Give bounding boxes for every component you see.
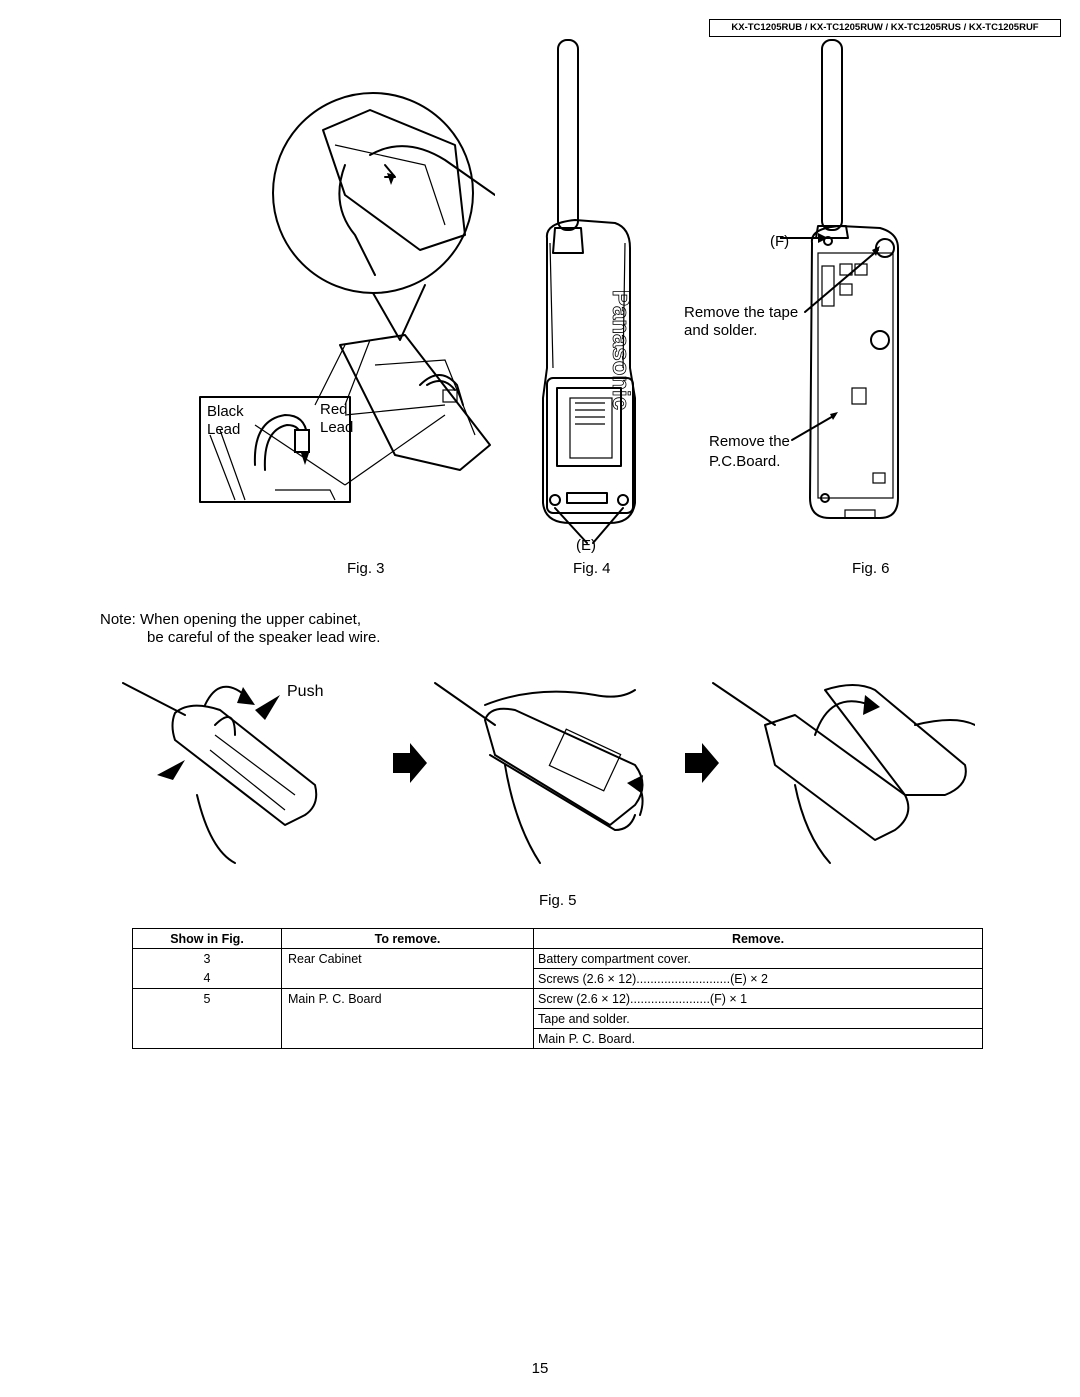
fig6-leader-lines (780, 233, 880, 441)
note-line2: be careful of the speaker lead wire. (147, 629, 381, 646)
remove-tape-line1: Remove the tape (684, 304, 799, 321)
fig3-illustration (199, 92, 495, 503)
cell-fig: 3 (132, 948, 282, 969)
lead-left-label: Lead (207, 421, 241, 438)
model-number-header: KX-TC1205RUB / KX-TC1205RUW / KX-TC1205R… (709, 19, 1061, 37)
cell-step: Screws (2.6 × 12).......................… (533, 968, 983, 989)
cell-part: Main P. C. Board (281, 988, 534, 1009)
cell-part (281, 968, 534, 989)
remove-tape-line2: and solder. (684, 322, 758, 339)
fig4-caption: Fig. 4 (573, 560, 611, 577)
cell-part: Rear Cabinet (281, 948, 534, 969)
fig5-step1 (122, 682, 318, 864)
push-label: Push (287, 683, 324, 700)
cell-step: Main P. C. Board. (533, 1028, 983, 1049)
cell-step: Screw (2.6 × 12).......................(… (533, 988, 983, 1009)
fig5-illustration (122, 682, 975, 864)
arrow-right-icon (685, 743, 719, 783)
disassembly-table: Show in Fig. To remove. Remove. 3 Rear C… (132, 928, 983, 1049)
cell-step: Tape and solder. (533, 1008, 983, 1029)
table-row: 4 Screws (2.6 × 12).....................… (132, 968, 983, 989)
fig5-caption: Fig. 5 (539, 892, 577, 909)
screw-f-label: (F) (770, 233, 790, 250)
fig5-step2 (434, 682, 644, 864)
cell-fig: 5 (132, 988, 282, 1009)
table-row: 5 Main P. C. Board Screw (2.6 × 12).....… (132, 988, 983, 1009)
table-row: 3 Rear Cabinet Battery compartment cover… (132, 948, 983, 969)
red-label: Red (320, 401, 348, 418)
fig5-step3 (712, 682, 975, 864)
fig3-caption: Fig. 3 (347, 560, 385, 577)
fig4-handset-illustration: Panasonic (542, 39, 636, 544)
cell-fig: 4 (132, 968, 282, 989)
table-row: Main P. C. Board. (132, 1028, 983, 1049)
col-header-show: Show in Fig. (132, 928, 282, 949)
col-header-remove: Remove. (533, 928, 983, 949)
lead-right-label: Lead (320, 419, 354, 436)
remove-board-line1: Remove the (709, 433, 790, 450)
cell-step: Battery compartment cover. (533, 948, 983, 969)
screw-e-label: (E) (576, 537, 596, 554)
remove-board-line2: P.C.Board. (709, 453, 781, 470)
note-line1: Note: When opening the upper cabinet, (100, 611, 362, 628)
table-header-row: Show in Fig. To remove. Remove. (132, 928, 983, 949)
col-header-to-remove: To remove. (281, 928, 534, 949)
table-row: Tape and solder. (132, 1008, 983, 1029)
arrow-right-icon (393, 743, 427, 783)
page-number: 15 (531, 1360, 549, 1377)
black-label: Black (207, 403, 244, 420)
fig6-caption: Fig. 6 (852, 560, 890, 577)
fig6-board-illustration (809, 39, 899, 519)
